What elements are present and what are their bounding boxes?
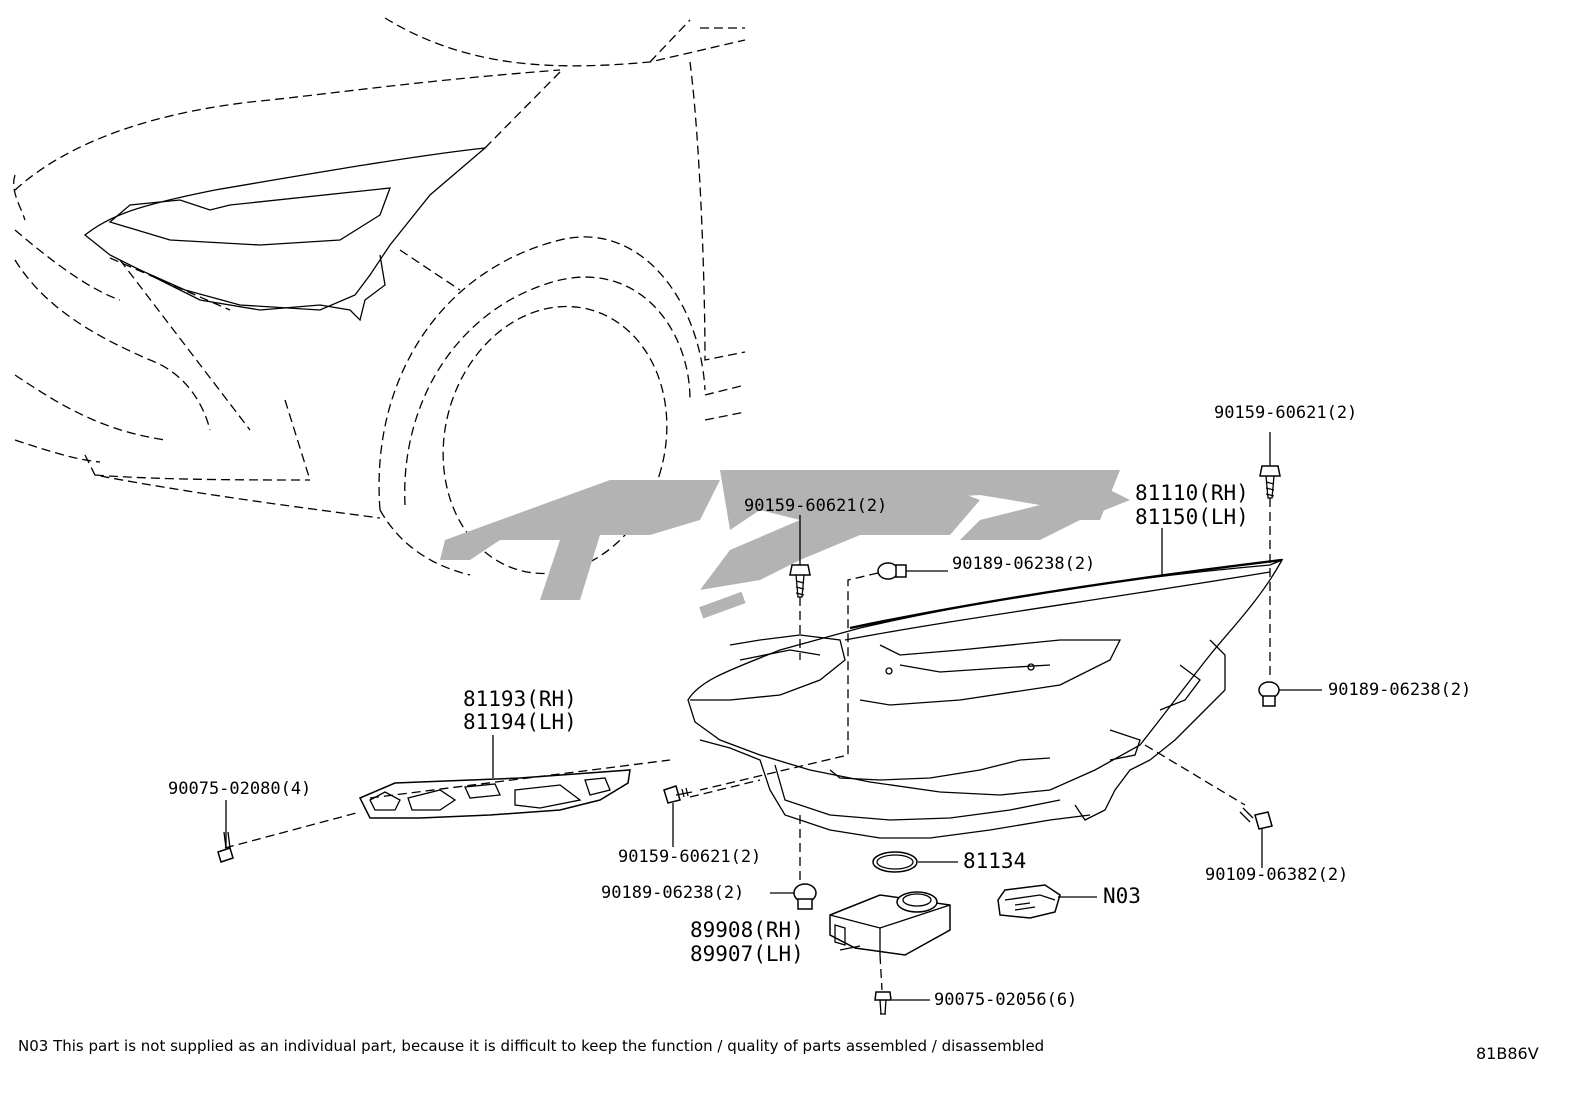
footnote-N03: N03 This part is not supplied as an indi… (18, 1037, 1045, 1055)
diagram-code: 81B86V (1476, 1044, 1539, 1063)
label-N03: N03 (1103, 884, 1141, 908)
label-90189-right: 90189-06238(2) (1328, 680, 1472, 700)
clip-90189-right (1258, 681, 1280, 707)
label-81150: 81150(LH) (1135, 505, 1249, 529)
assembly-lines (224, 432, 1322, 1001)
screw-90075-left (217, 831, 234, 863)
fasteners (217, 465, 1281, 1015)
label-90189-top: 90189-06238(2) (952, 554, 1096, 574)
screw-90075-bottom (874, 991, 892, 1015)
connector-N03 (997, 884, 1061, 919)
label-90159-top-mid: 90159-60621(2) (744, 496, 888, 516)
label-90189-bottom: 90189-06238(2) (601, 883, 745, 903)
label-90075-bottom: 90075-02056(6) (934, 990, 1078, 1010)
headlamp-assembly (687, 558, 1284, 839)
car-body-outline (13, 17, 746, 576)
screw-90109 (1239, 807, 1273, 830)
label-81193: 81193(RH) (463, 687, 577, 711)
label-90109: 90109-06382(2) (1205, 865, 1349, 885)
screw-90159-bottom (663, 785, 693, 804)
label-89908: 89908(RH) (690, 918, 804, 942)
clip-90189-top (877, 562, 907, 580)
label-90159-bottom: 90159-60621(2) (618, 847, 762, 867)
label-81110: 81110(RH) (1135, 481, 1249, 505)
label-81194: 81194(LH) (463, 710, 577, 734)
watermark-logo (440, 470, 1130, 619)
label-89907: 89907(LH) (690, 942, 804, 966)
lower-garnish (358, 769, 631, 819)
screw-90159-top-right (1259, 465, 1281, 499)
label-81134: 81134 (963, 849, 1027, 873)
clip-90189-bottom (793, 883, 817, 910)
screw-90159-top-mid (789, 564, 811, 598)
label-90159-top-right: 90159-60621(2) (1214, 403, 1358, 423)
label-90075-left: 90075-02080(4) (168, 779, 312, 799)
ballast-computer (829, 891, 951, 956)
